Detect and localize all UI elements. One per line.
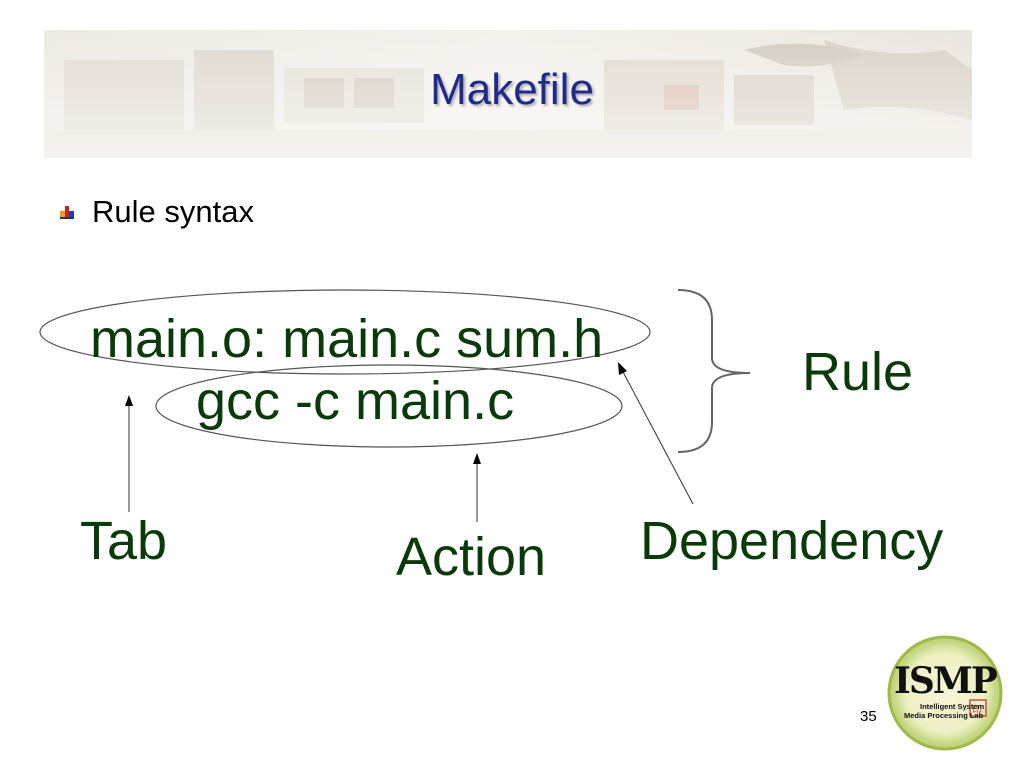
dependency-label: Dependency <box>640 511 944 571</box>
bullet-icon <box>59 204 75 220</box>
rule-action-line: gcc -c main.c <box>196 371 515 431</box>
dependency-arrow <box>618 362 694 505</box>
bullet-text: Rule syntax <box>92 194 254 229</box>
tab-label: Tab <box>80 511 168 571</box>
slide-title: Makefile <box>430 65 594 114</box>
logo-subtitle-1: Intelligent System <box>920 702 985 711</box>
logo-subtitle-2: Media Processing Lab <box>904 711 984 720</box>
tab-arrow <box>125 395 133 512</box>
action-label: Action <box>396 527 547 587</box>
action-line-ellipse <box>155 364 623 448</box>
logo-wordmark: ISMP <box>894 660 998 702</box>
svg-text:印: 印 <box>972 704 982 716</box>
action-arrow <box>473 453 481 522</box>
rule-target-line: main.o: main.c sum.h <box>90 309 604 369</box>
logo-seal-icon: 印 <box>887 635 1003 751</box>
page-number: 35 <box>860 708 877 725</box>
dependency-line-ellipse <box>39 289 651 375</box>
bullet-item: Rule syntax <box>58 194 254 230</box>
lab-logo: 印 ISMP Intelligent System Media Processi… <box>886 634 1004 752</box>
rule-label: Rule <box>802 342 914 402</box>
rule-brace <box>677 289 751 453</box>
header-banner-image <box>44 30 972 158</box>
